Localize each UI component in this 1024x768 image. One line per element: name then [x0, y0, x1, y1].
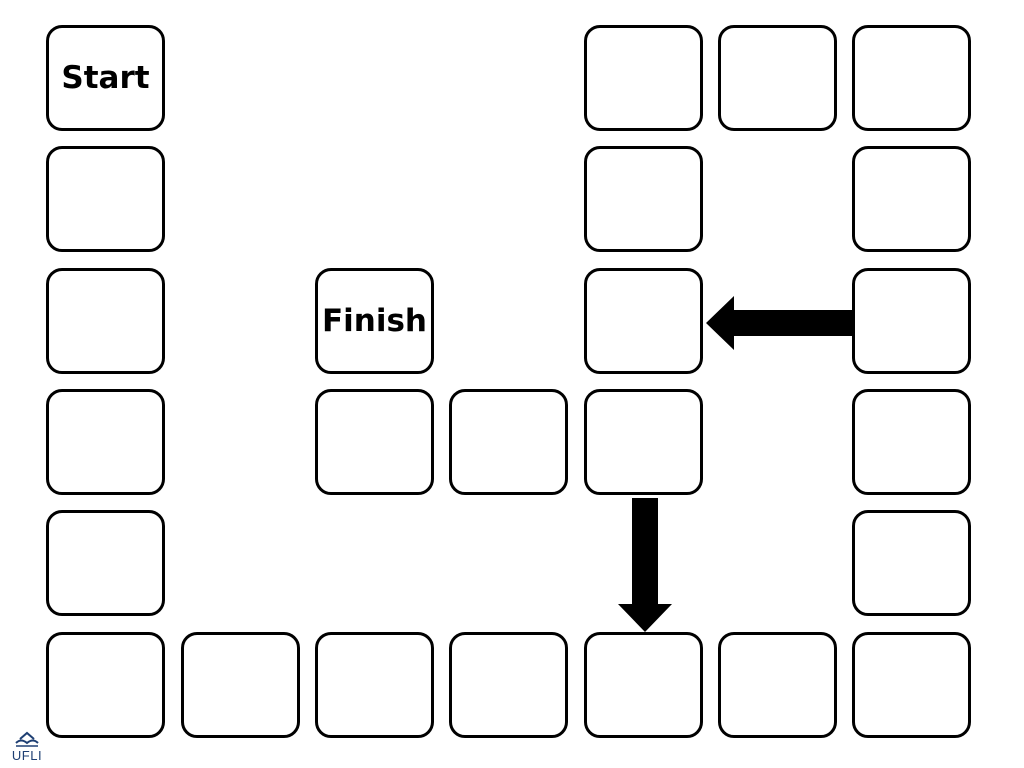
board-square	[584, 389, 703, 495]
board-square	[449, 389, 568, 495]
logo-text: UFLI	[11, 748, 43, 763]
board-square	[449, 632, 568, 738]
board-square	[315, 632, 434, 738]
start-square: Start	[46, 25, 165, 131]
board-square	[46, 268, 165, 374]
board-square	[584, 632, 703, 738]
board-square	[46, 146, 165, 252]
arrow-left-icon	[706, 296, 852, 350]
board-square	[852, 632, 971, 738]
board-square	[584, 146, 703, 252]
board-square	[46, 389, 165, 495]
board-square	[852, 25, 971, 131]
ufli-logo: UFLI	[7, 731, 47, 765]
board-square	[852, 510, 971, 616]
board-square	[718, 632, 837, 738]
board-square	[852, 146, 971, 252]
board-square	[46, 510, 165, 616]
book-icon	[15, 731, 39, 747]
board-square	[584, 25, 703, 131]
board-square	[46, 632, 165, 738]
board-square	[852, 268, 971, 374]
finish-square: Finish	[315, 268, 434, 374]
board-square	[852, 389, 971, 495]
board-square	[181, 632, 300, 738]
board-square	[315, 389, 434, 495]
arrow-down-icon	[618, 498, 672, 632]
board-square	[584, 268, 703, 374]
board-square	[718, 25, 837, 131]
